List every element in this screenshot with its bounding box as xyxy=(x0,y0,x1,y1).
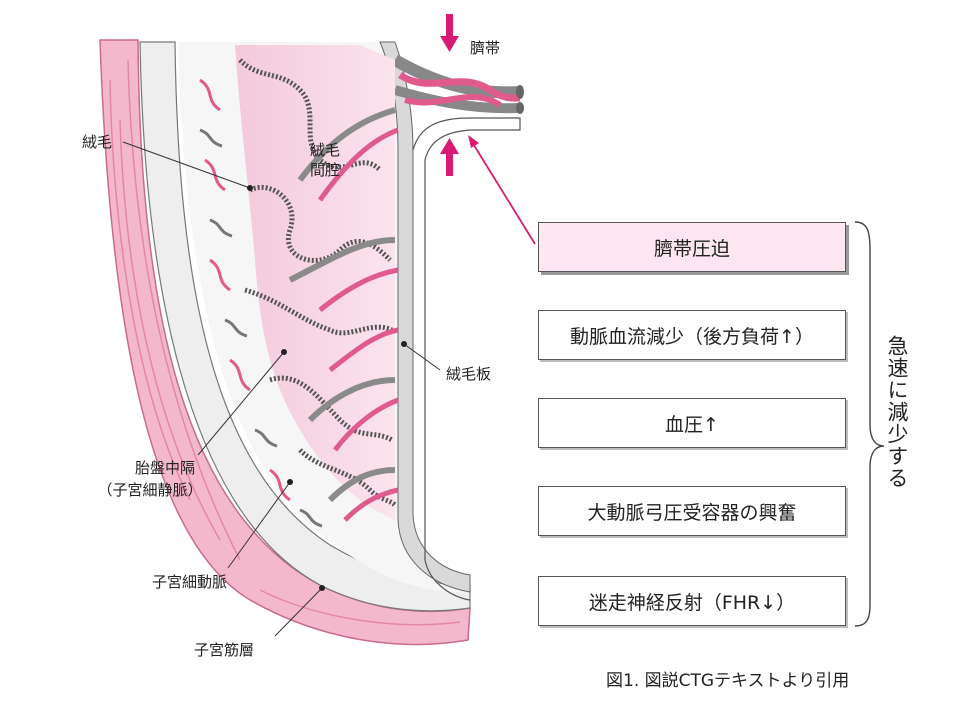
flow-step-umbilical-compression: 臍帯圧迫 xyxy=(538,222,846,272)
placental-septum-label-2: （子宮細静脈） xyxy=(97,481,203,499)
chorionic-plate-label: 絨毛板 xyxy=(446,365,492,383)
compression-arrow-up xyxy=(440,138,459,176)
flow-step-baroreceptor-excitation: 大動脈弓圧受容器の興奮 xyxy=(538,486,846,536)
myometrium-layer xyxy=(99,39,471,646)
villous-tree xyxy=(235,45,399,522)
umbilical-cord-vessels xyxy=(392,54,524,114)
placental-septum-label-1: 胎盤中隔 xyxy=(134,459,195,477)
pointer-arrow xyxy=(468,135,536,245)
intervillous-space-label-1: 絨毛 xyxy=(310,141,341,159)
intervillous-space-label-2: 間腔 xyxy=(310,161,341,179)
flow-step-vagal-reflex: 迷走神経反射（FHR↓） xyxy=(538,576,846,626)
figure-caption: 図1. 図説CTGテキストより引用 xyxy=(606,671,850,691)
flow-step-arterial-flow-decrease: 動脈血流減少（後方負荷↑） xyxy=(538,310,846,360)
chorionic-plate xyxy=(379,41,471,593)
umbilical-cord-label: 臍帯 xyxy=(470,39,501,57)
compression-arrow-down xyxy=(440,14,459,52)
basal-plate xyxy=(139,41,471,612)
uterine-arteriole-label: 子宮細動脈 xyxy=(152,573,228,591)
myometrium-label: 子宮筋層 xyxy=(194,641,255,659)
flow-step-blood-pressure-rise: 血圧↑ xyxy=(538,398,846,448)
villus-label: 絨毛 xyxy=(82,133,113,151)
bracket xyxy=(854,221,885,627)
bracket-label: 急速に減少する xyxy=(885,335,909,489)
